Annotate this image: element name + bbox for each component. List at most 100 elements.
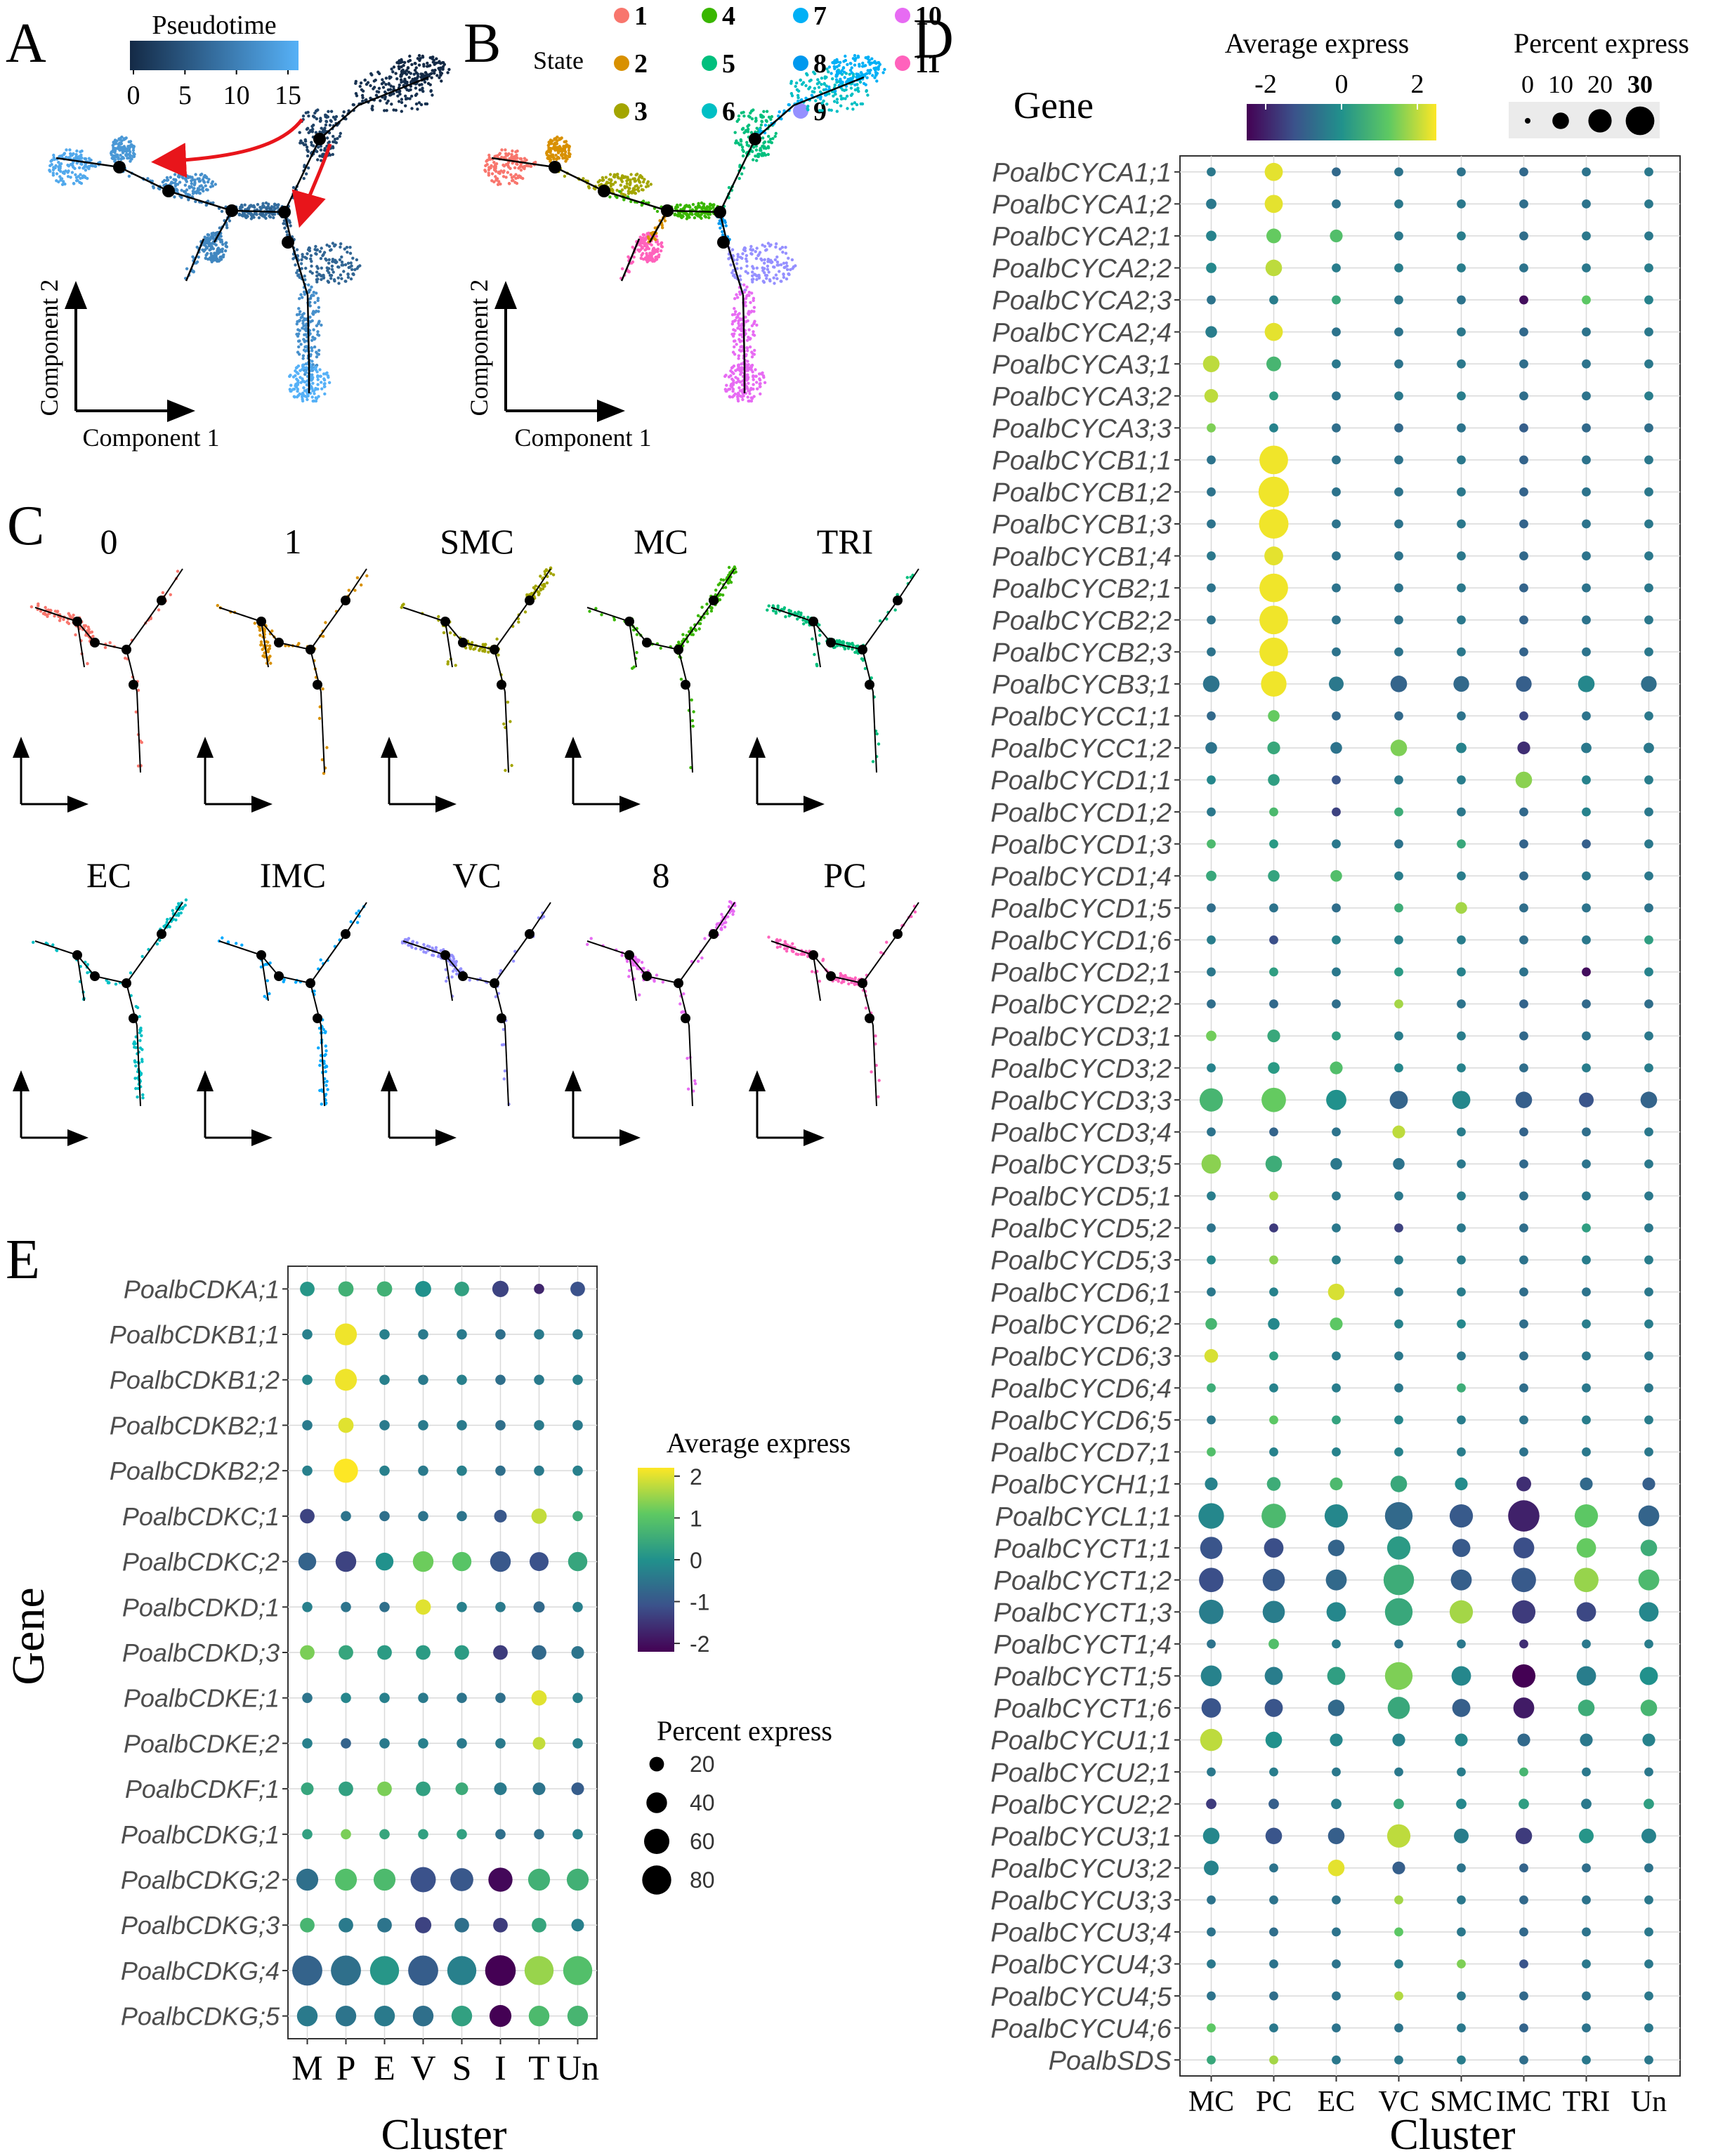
cell-point bbox=[441, 67, 445, 71]
cell-point bbox=[417, 53, 421, 58]
expression-dot bbox=[1644, 263, 1653, 272]
cell-point bbox=[316, 158, 320, 162]
cell-point bbox=[377, 72, 381, 76]
cell-point bbox=[753, 348, 756, 353]
cell-point bbox=[818, 81, 821, 84]
cell-point bbox=[414, 62, 417, 65]
cell-point bbox=[60, 183, 65, 186]
cell-point bbox=[790, 258, 794, 262]
cell-point bbox=[799, 79, 802, 82]
cell-point bbox=[315, 274, 319, 277]
cell-point bbox=[209, 242, 213, 246]
cell-point bbox=[813, 652, 816, 657]
cell-point bbox=[561, 157, 565, 160]
cell-point bbox=[253, 622, 256, 625]
cell-point bbox=[203, 237, 207, 242]
branch-node bbox=[341, 929, 350, 939]
cell-point bbox=[63, 182, 67, 186]
cell-point bbox=[318, 368, 322, 372]
trajectory-line bbox=[667, 209, 721, 213]
cell-point bbox=[316, 333, 320, 336]
cell-point bbox=[821, 959, 825, 962]
cell-point bbox=[139, 1026, 143, 1030]
cell-point bbox=[346, 250, 349, 254]
cell-point bbox=[454, 959, 458, 964]
gene-label: PoalbCYCB1;1 bbox=[992, 447, 1172, 476]
cell-point bbox=[329, 248, 333, 251]
cell-point bbox=[735, 262, 739, 265]
cell-point bbox=[589, 937, 593, 940]
cell-point bbox=[767, 140, 771, 144]
cell-point bbox=[247, 206, 250, 210]
gene-label: PoalbCYCD3;3 bbox=[990, 1086, 1172, 1116]
cell-point bbox=[763, 258, 766, 261]
cell-point bbox=[502, 156, 506, 159]
trajectory-line bbox=[678, 933, 714, 984]
cell-point bbox=[835, 98, 839, 101]
cell-point bbox=[812, 90, 816, 94]
cell-point bbox=[787, 256, 790, 260]
cell-point bbox=[851, 92, 854, 96]
cell-point bbox=[302, 380, 306, 383]
cell-point bbox=[839, 60, 842, 65]
cell-point bbox=[288, 388, 291, 391]
cell-point bbox=[327, 110, 330, 113]
cell-point bbox=[113, 158, 117, 162]
cell-point bbox=[795, 88, 799, 91]
cell-point bbox=[735, 119, 739, 123]
cell-point bbox=[782, 272, 785, 277]
cell-point bbox=[32, 940, 35, 945]
cell-point bbox=[731, 269, 735, 272]
cell-point bbox=[195, 261, 198, 265]
cell-point bbox=[558, 138, 561, 141]
cell-point bbox=[729, 374, 733, 378]
cell-point bbox=[399, 60, 403, 64]
cell-point bbox=[269, 662, 273, 665]
cell-point bbox=[691, 203, 695, 206]
cell-point bbox=[883, 67, 886, 72]
cell-point bbox=[649, 183, 653, 186]
cell-point bbox=[834, 92, 837, 96]
expression-dot bbox=[1582, 167, 1591, 177]
cell-point bbox=[310, 140, 313, 144]
cell-point bbox=[679, 678, 683, 681]
cell-point bbox=[755, 247, 759, 250]
cell-point bbox=[735, 368, 740, 372]
cell-point bbox=[747, 144, 751, 147]
cell-point bbox=[501, 171, 505, 174]
gene-label: PoalbCYCD6;1 bbox=[990, 1278, 1172, 1308]
cell-point bbox=[331, 145, 334, 148]
cell-point bbox=[483, 648, 487, 652]
cell-point bbox=[567, 151, 571, 155]
cell-point bbox=[166, 178, 170, 182]
cell-point bbox=[820, 101, 824, 105]
cell-point bbox=[67, 164, 71, 168]
cell-point bbox=[773, 258, 778, 262]
expression-dot bbox=[1394, 167, 1403, 177]
cell-point bbox=[296, 269, 300, 272]
cell-point bbox=[612, 175, 617, 179]
cell-point bbox=[305, 388, 308, 392]
size-tick-label: 0 bbox=[1521, 70, 1534, 98]
cell-point bbox=[693, 216, 697, 220]
cell-point bbox=[181, 176, 185, 180]
cell-point bbox=[558, 149, 562, 152]
cell-point bbox=[707, 213, 710, 216]
cell-point bbox=[853, 982, 856, 985]
cell-point bbox=[323, 147, 327, 150]
cell-point bbox=[320, 274, 323, 278]
cell-point bbox=[830, 72, 833, 75]
cell-point bbox=[784, 246, 787, 249]
trajectory-line bbox=[306, 294, 310, 366]
cell-point bbox=[343, 247, 346, 251]
cell-point bbox=[161, 591, 165, 595]
cell-point bbox=[636, 188, 639, 191]
cell-point bbox=[331, 152, 334, 157]
cell-point bbox=[108, 641, 112, 645]
cell-point bbox=[312, 328, 315, 331]
cell-point bbox=[206, 237, 209, 240]
cell-point bbox=[744, 296, 748, 301]
cell-point bbox=[425, 102, 429, 106]
cell-point bbox=[315, 291, 318, 295]
